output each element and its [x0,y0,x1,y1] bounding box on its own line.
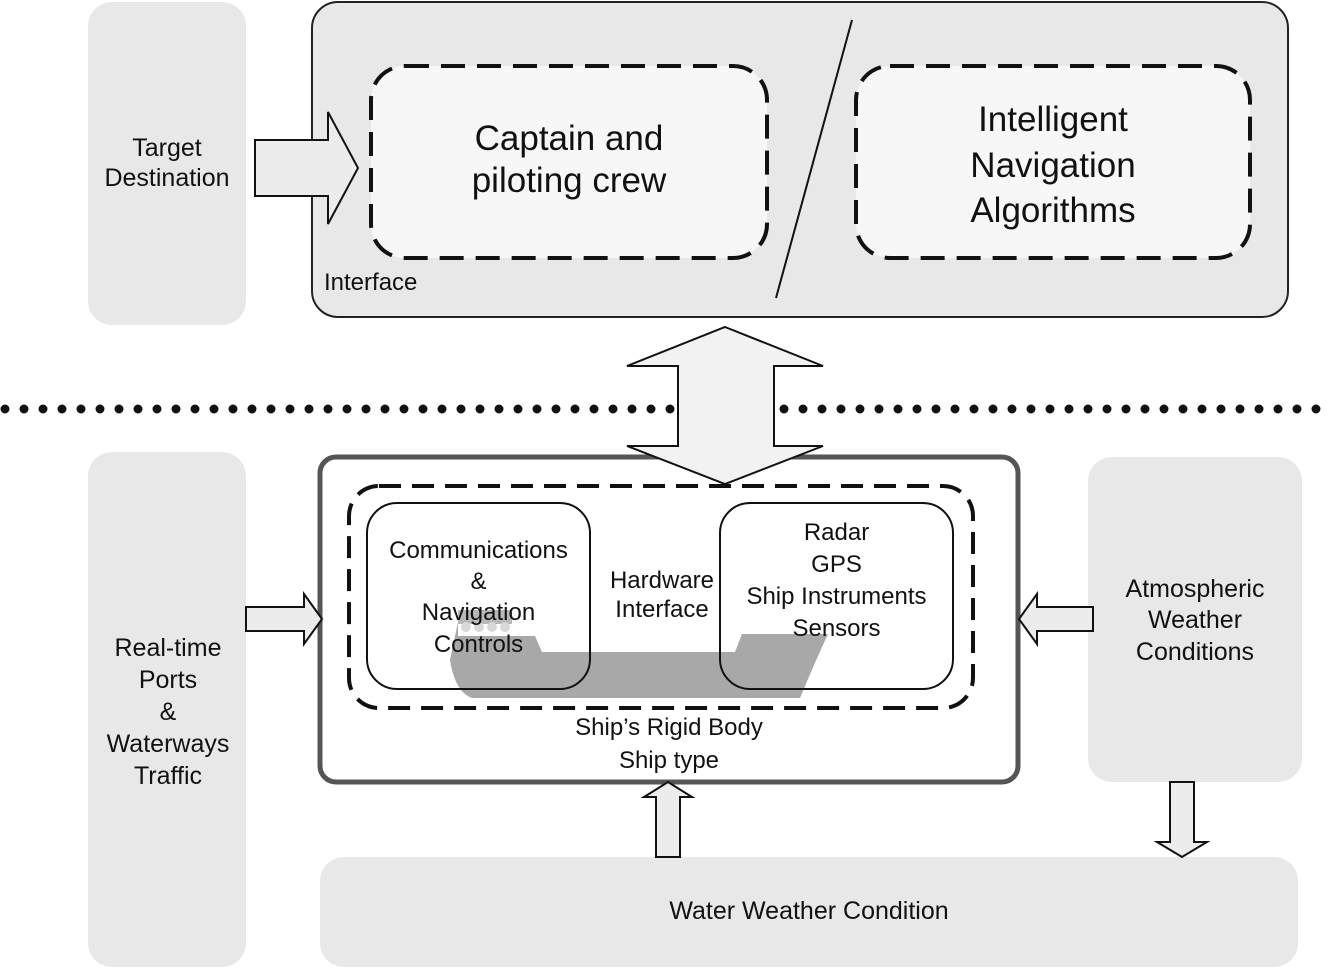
target-destination-panel [88,2,246,325]
atmospheric-arrow [1017,590,1094,648]
atmospheric-down-arrow [1153,781,1211,859]
double-arrow-interface-ship [626,325,824,486]
ship-porthole-icon [474,622,484,632]
ship-porthole-icon [487,622,497,632]
ships-rigid-body-label: Ship’s Rigid Body [575,714,763,741]
traffic-arrow [245,590,324,648]
water-weather-panel [320,857,1298,967]
ship-type-label: Ship type [618,747,720,774]
captain-crew-box [369,64,769,260]
target-arrow [254,111,360,225]
ship-silhouette-icon [450,622,828,698]
intelligent-navigation-box [854,64,1252,260]
ship-porthole-icon [461,622,471,632]
real-time-traffic-panel [88,452,246,967]
ship-cabin-icon [458,610,512,624]
ship-porthole-icon [500,622,510,632]
atmospheric-weather-panel [1088,457,1302,782]
divider-slash [775,19,853,299]
comm-nav-controls-box [366,502,591,690]
water-weather-label: Water Weather Condition [669,897,949,925]
interface-label: Interface [324,269,418,296]
radar-gps-box [719,502,954,690]
water-up-arrow [640,780,696,858]
